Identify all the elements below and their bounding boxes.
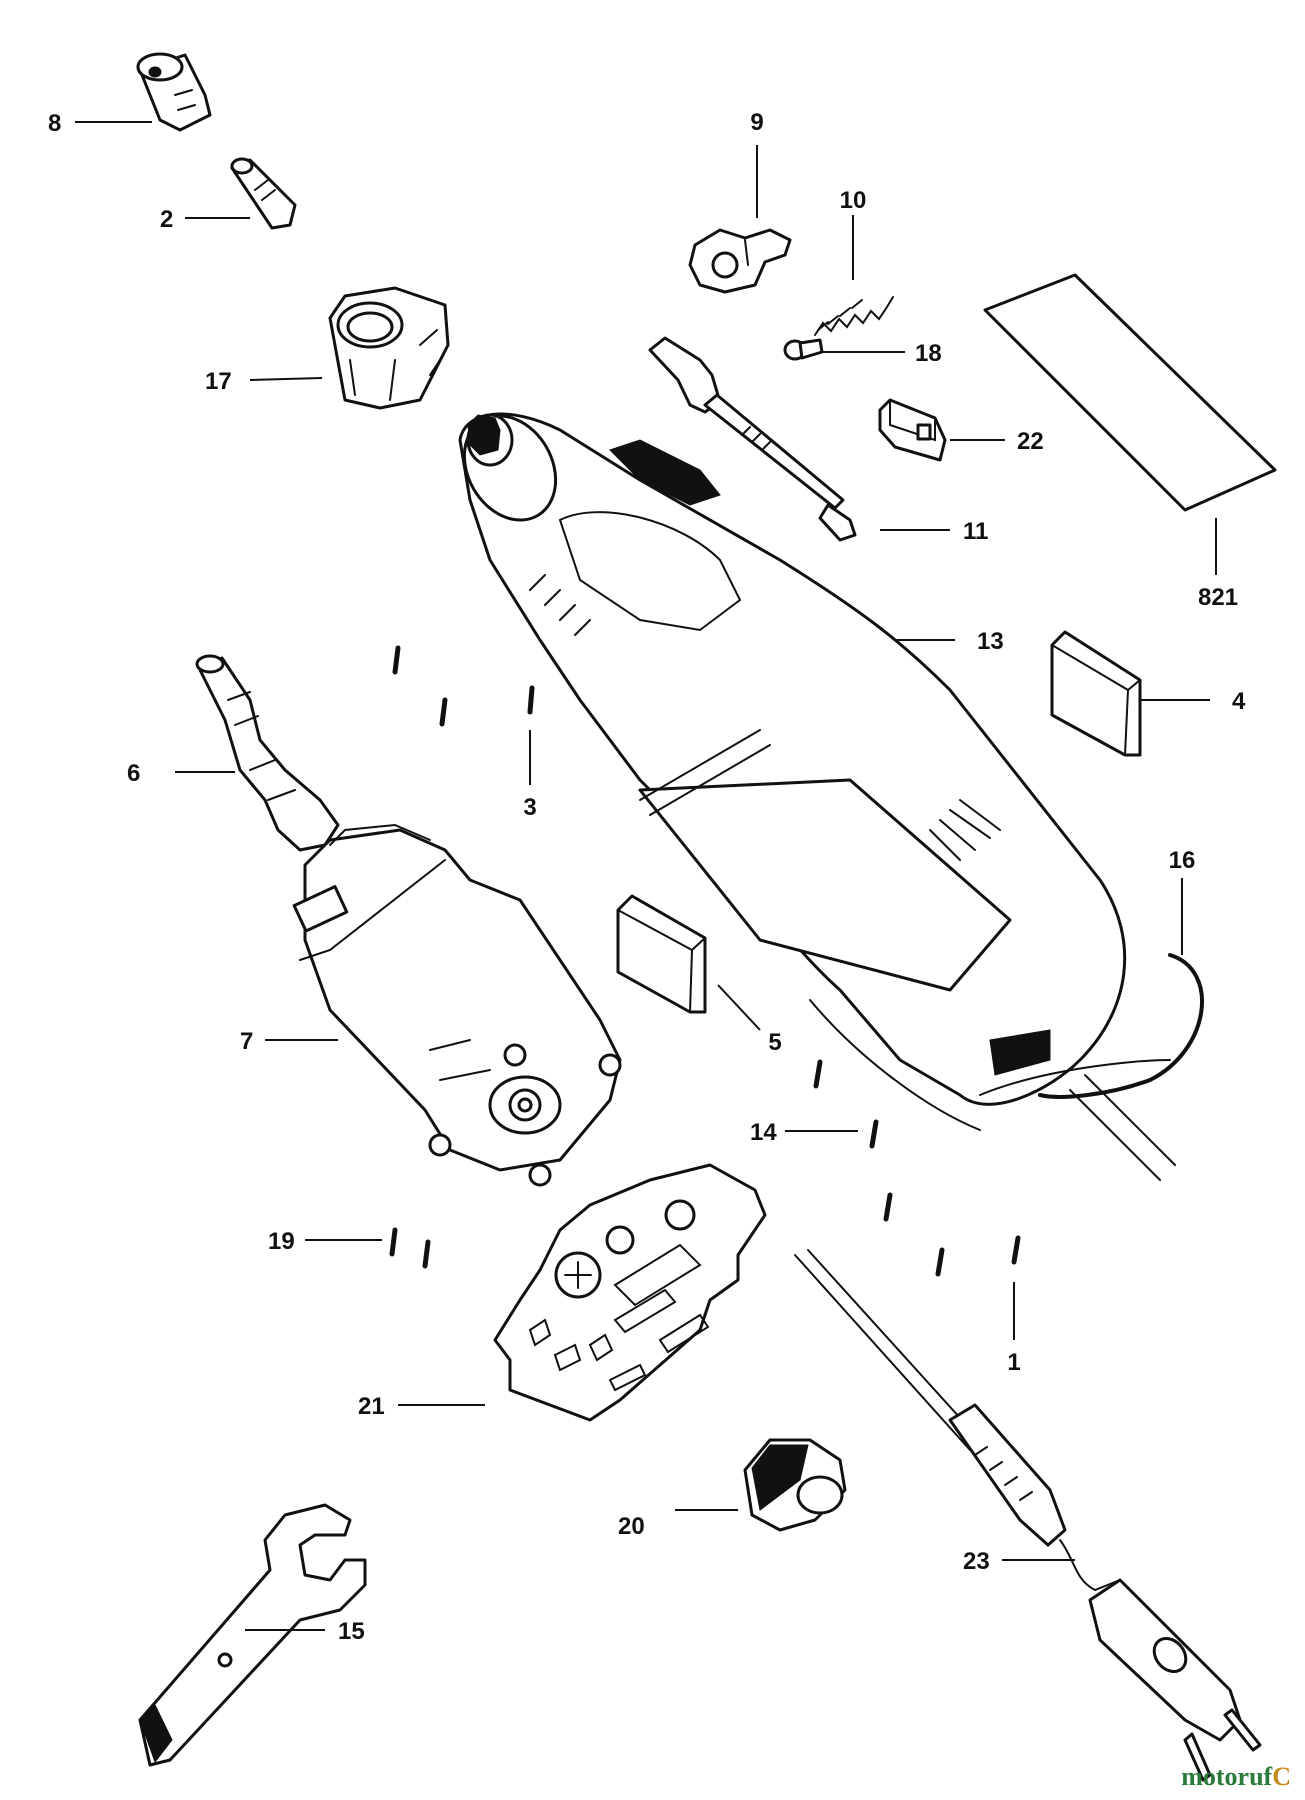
label-19: 19 (268, 1228, 295, 1255)
part-11-slider-rod (648, 336, 857, 542)
part-16-cord-loop (1038, 953, 1204, 1099)
screws-group (389, 645, 1021, 1277)
part-821-label (983, 273, 1277, 512)
watermark-text: motoruf (1181, 1762, 1273, 1791)
label-7: 7 (240, 1028, 253, 1055)
label-18: 18 (915, 340, 942, 367)
part-4-foam-block (1050, 630, 1142, 757)
label-20: 20 (618, 1513, 645, 1540)
part-8-chuck-nut (136, 52, 212, 132)
label-23: 23 (963, 1548, 990, 1575)
label-13: 13 (977, 628, 1004, 655)
part-17-nose-cap (328, 286, 450, 410)
part-22-switch-block (878, 398, 947, 462)
label-14: 14 (750, 1119, 777, 1146)
part-18-pin (783, 338, 824, 361)
label-9: 9 (750, 109, 763, 136)
label-1: 1 (1007, 1349, 1020, 1376)
label-15: 15 (338, 1618, 365, 1645)
part-10-spring (814, 296, 894, 336)
label-2: 2 (160, 206, 173, 233)
part-23-power-cord (794, 1249, 1262, 1782)
label-22: 22 (1017, 428, 1044, 455)
part-2-collet (230, 157, 297, 230)
part-20-speed-wheel (743, 1438, 847, 1532)
label-17: 17 (205, 368, 232, 395)
label-4: 4 (1232, 688, 1246, 715)
label-821: 821 (1198, 584, 1238, 611)
part-labels: 8 2 17 9 10 18 22 11 821 13 4 6 3 16 7 5… (48, 109, 1246, 1645)
leader-lines (75, 121, 1217, 1631)
part-6-shaft (195, 654, 340, 852)
label-16: 16 (1169, 847, 1196, 874)
watermark-copyright-icon: C (1272, 1762, 1291, 1791)
part-13-housing (458, 412, 1176, 1181)
label-11: 11 (963, 518, 988, 545)
label-6: 6 (127, 760, 140, 787)
part-15-wrench (138, 1503, 367, 1767)
watermark: motorufC (1181, 1762, 1291, 1792)
label-8: 8 (48, 110, 61, 137)
label-3: 3 (523, 794, 536, 821)
label-10: 10 (840, 187, 867, 214)
part-5-foam-block (616, 894, 707, 1014)
part-9-switch-lever (688, 228, 792, 294)
label-5: 5 (768, 1029, 781, 1056)
label-21: 21 (358, 1393, 385, 1420)
part-7-motor (292, 823, 622, 1187)
part-21-circuit-board (493, 1163, 767, 1422)
